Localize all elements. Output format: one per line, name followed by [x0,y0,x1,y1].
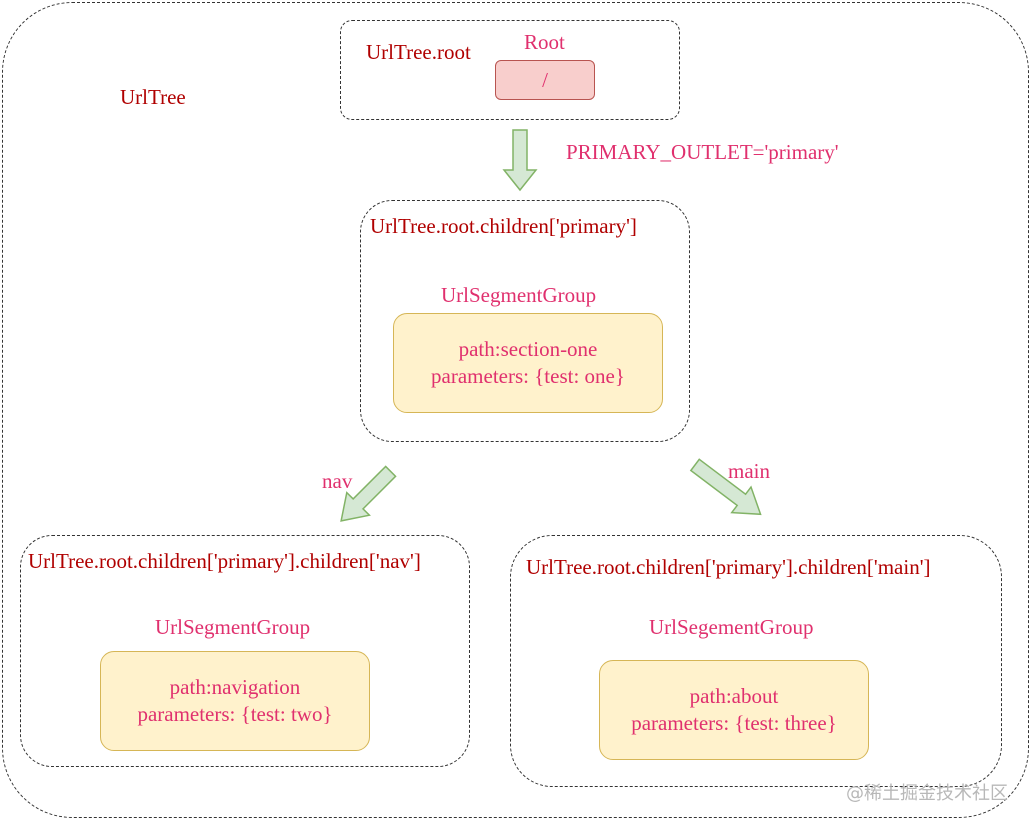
main-group-title: UrlTree.root.children['primary'].childre… [526,555,931,579]
primary-node-params: parameters: {test: one} [431,364,625,388]
primary-group-title: UrlTree.root.children['primary'] [370,214,637,238]
main-group [510,535,1002,787]
arrow-root-to-primary [502,129,538,192]
root-node-text: / [542,67,548,92]
nav-group [20,535,470,767]
root-node: / [495,60,595,100]
main-node-params: parameters: {test: three} [631,711,837,735]
edge-nav-label: nav [322,469,353,493]
nav-node-label: UrlSegmentGroup [155,615,311,639]
main-node-label: UrlSegementGroup [649,615,814,639]
primary-node-label: UrlSegmentGroup [441,283,597,307]
root-node-label: Root [524,30,565,54]
primary-group [360,200,690,442]
watermark: @稀土掘金技术社区 [846,783,1008,804]
primary-segment-node: path:section-one parameters: {test: one} [393,313,663,413]
edge-primary-label: PRIMARY_OUTLET='primary' [566,140,839,164]
nav-node-path: path:navigation [169,675,301,699]
main-node-path: path:about [689,684,779,708]
root-group-title: UrlTree.root [366,40,471,64]
primary-node-path: path:section-one [458,337,598,361]
url-tree-label: UrlTree [120,85,186,109]
main-segment-node: path:about parameters: {test: three} [599,660,869,760]
root-group [340,20,680,120]
arrow-primary-to-nav [340,465,397,522]
nav-segment-node: path:navigation parameters: {test: two} [100,651,370,751]
nav-group-title: UrlTree.root.children['primary'].childre… [28,549,421,573]
arrow-primary-to-main [689,458,762,516]
nav-node-params: parameters: {test: two} [137,702,333,726]
edge-main-label: main [728,459,770,483]
